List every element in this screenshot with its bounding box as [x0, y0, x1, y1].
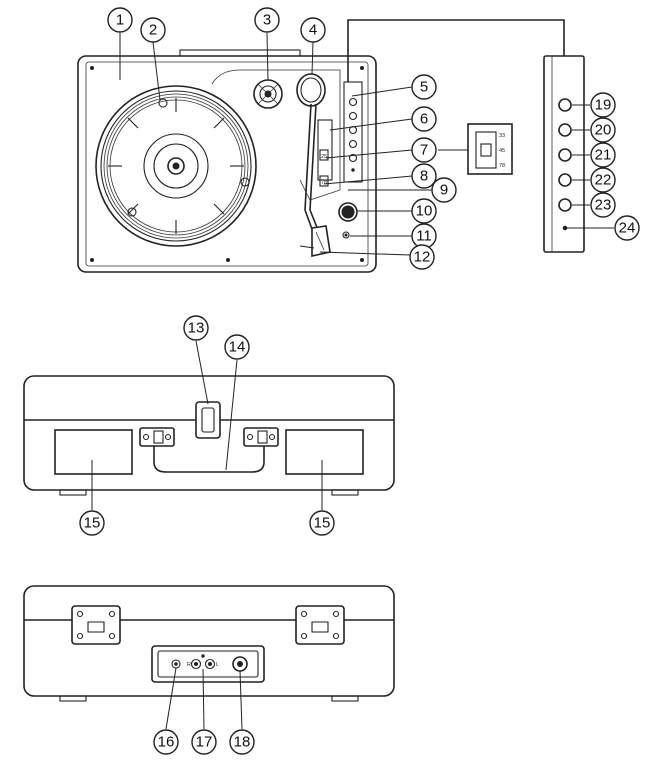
panel-button-20[interactable] [558, 123, 572, 137]
svg-text:14: 14 [229, 339, 246, 356]
svg-text:2: 2 [149, 22, 157, 39]
control-button-2[interactable] [348, 111, 358, 121]
svg-text:18: 18 [234, 734, 251, 751]
right-hinge [295, 605, 345, 645]
callout-18: 18 [229, 729, 255, 755]
callout-10: 10 [411, 198, 437, 224]
callout-2: 2 [140, 17, 166, 43]
callout-4: 4 [300, 17, 326, 43]
svg-text:10: 10 [416, 203, 433, 220]
turntable-case [77, 55, 377, 273]
headphone-jack [342, 231, 350, 239]
carry-handle[interactable] [153, 444, 265, 473]
panel-button-21[interactable] [558, 148, 572, 162]
remote-cable [347, 19, 565, 82]
svg-text:19: 19 [595, 97, 612, 114]
svg-text:9: 9 [440, 182, 448, 199]
rca-r-label: R [187, 662, 191, 668]
callout-14: 14 [224, 334, 250, 360]
svg-text:20: 20 [595, 122, 612, 139]
callout-5: 5 [411, 74, 437, 100]
speed-33-label: 33 [499, 133, 505, 139]
case-inner-border [85, 61, 369, 267]
panel-button-19[interactable] [558, 98, 572, 112]
speed-selector-inset: 33 45 78 [467, 123, 513, 175]
tonearm [299, 103, 331, 257]
volume-knob[interactable] [338, 202, 358, 222]
tonearm-rest [317, 119, 333, 181]
rear-io-panel: R L [151, 645, 265, 683]
rca-output-right [190, 658, 202, 670]
callout-24: 24 [614, 215, 640, 241]
svg-text:22: 22 [595, 172, 612, 189]
speed-78-label: 78 [499, 163, 505, 169]
callout-8: 8 [411, 163, 437, 189]
svg-text:21: 21 [595, 147, 612, 164]
callout-15-right: 15 [309, 510, 335, 536]
top-view: 25 78 [77, 19, 585, 273]
callout-16: 16 [153, 729, 179, 755]
svg-text:78: 78 [321, 180, 327, 186]
svg-text:15: 15 [314, 515, 331, 532]
leader-lines [91, 32, 614, 730]
svg-text:8: 8 [420, 168, 428, 185]
callout-17: 17 [191, 729, 217, 755]
control-strip [343, 81, 363, 183]
callout-12: 12 [409, 244, 435, 270]
svg-text:15: 15 [84, 515, 101, 532]
svg-text:16: 16 [158, 734, 175, 751]
svg-text:3: 3 [263, 12, 271, 29]
callout-13: 13 [183, 315, 209, 341]
svg-text:24: 24 [619, 220, 636, 237]
side-control-panel [543, 55, 585, 253]
callout-9: 9 [431, 177, 457, 203]
svg-text:23: 23 [595, 197, 612, 214]
callout-3: 3 [254, 7, 280, 33]
svg-text:17: 17 [196, 734, 213, 751]
callout-1: 1 [107, 7, 133, 33]
rca-output-left [204, 658, 216, 670]
speed-45-label: 45 [499, 148, 505, 154]
left-hinge [71, 605, 121, 645]
panel-led [562, 225, 568, 231]
callout-7: 7 [411, 137, 437, 163]
panel-button-23[interactable] [558, 198, 572, 212]
panel-button-22[interactable] [558, 173, 572, 187]
callouts: 1 2 3 4 5 6 7 8 9 10 11 12 19 20 21 22 2… [79, 7, 640, 755]
front-latch[interactable] [195, 401, 221, 439]
callout-6: 6 [411, 106, 437, 132]
svg-text:7: 7 [420, 142, 428, 159]
svg-text:13: 13 [188, 320, 205, 337]
right-speaker-grille [285, 429, 364, 475]
control-button-4[interactable] [348, 139, 358, 149]
svg-text:4: 4 [309, 22, 317, 39]
tonearm-plate [211, 69, 341, 201]
platter [95, 85, 257, 247]
svg-text:12: 12 [414, 249, 431, 266]
control-button-5[interactable] [348, 153, 358, 163]
rca-l-label: L [216, 662, 219, 668]
front-view [23, 375, 395, 496]
top-handle-edge [179, 49, 301, 57]
callout-21: 21 [590, 142, 616, 168]
callout-19: 19 [590, 92, 616, 118]
callout-23: 23 [590, 192, 616, 218]
control-button-1[interactable] [348, 97, 358, 107]
svg-text:1: 1 [116, 12, 124, 29]
back-view: R L [23, 585, 395, 702]
svg-text:6: 6 [420, 111, 428, 128]
callout-20: 20 [590, 117, 616, 143]
svg-text:25: 25 [321, 154, 327, 160]
callout-15-left: 15 [79, 510, 105, 536]
svg-text:5: 5 [420, 79, 428, 96]
callout-22: 22 [590, 167, 616, 193]
left-speaker-grille [54, 429, 133, 475]
callout-11: 11 [411, 223, 437, 249]
svg-text:11: 11 [416, 228, 432, 245]
